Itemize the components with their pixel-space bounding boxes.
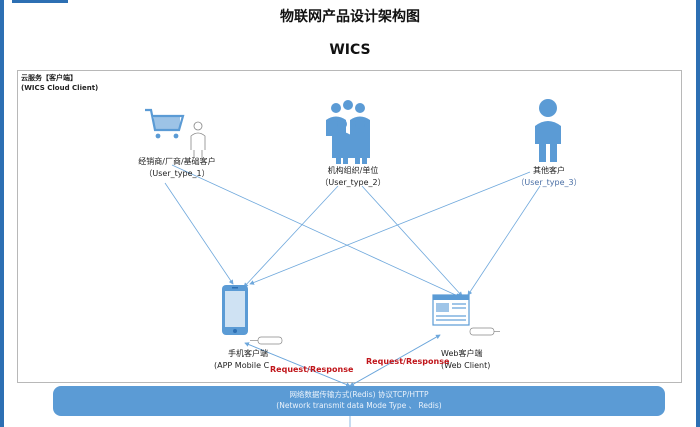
user-type-2-name: 机构组织/单位 <box>327 166 379 175</box>
diagram-subtitle: WICS <box>329 42 371 58</box>
mobile-client-name: 手机客户端 <box>228 349 268 358</box>
mobile-plug-icon <box>250 336 283 345</box>
people-group-icon <box>326 100 370 164</box>
smartphone-icon <box>222 285 248 335</box>
cloud-client-label: 云服务【客户端】 (WICS Cloud Client) <box>21 73 98 93</box>
user-type-1-name: 经销商/厂商/基础客户 <box>138 157 216 166</box>
bus-line-2: (Network transmit data Mode Type 、 Redis… <box>276 401 442 410</box>
bus-line-1: 网络数据传输方式(Redis) 协议TCP/HTTP <box>289 390 429 399</box>
mobile-client-en: (APP Mobile C <box>214 361 270 370</box>
cloud-label-cn: 云服务【客户端】 <box>21 74 77 82</box>
request-response-right: Request/Response <box>366 357 450 366</box>
edge-web-bus <box>349 334 441 387</box>
edge-user1-web <box>171 164 461 298</box>
person-icon <box>535 99 561 162</box>
connections <box>164 164 541 427</box>
web-client-name: Web客户端 <box>441 349 483 358</box>
mobile-client-label: 手机客户端 (APP Mobile C <box>214 348 269 372</box>
web-client-label: Web客户端 (Web Client) <box>441 348 490 372</box>
user-type-2-label: 机构组织/单位 （User_type_2） <box>298 165 408 189</box>
browser-window-icon <box>432 294 470 326</box>
edge-user2-mobile <box>243 185 339 288</box>
user-type-3-name: 其他客户 <box>533 166 565 175</box>
request-response-left: Request/Response <box>270 365 354 374</box>
transmission-bus-label: 网络数据传输方式(Redis) 协议TCP/HTTP (Network tran… <box>53 389 665 411</box>
edge-user3-mobile <box>249 171 531 285</box>
user-type-1-label: 经销商/厂商/基础客户 （User_type_1） <box>122 156 232 180</box>
edge-user1-mobile <box>164 182 234 285</box>
web-client-en: (Web Client) <box>441 361 491 370</box>
edge-mobile-bus <box>244 342 351 387</box>
left-edge-bar <box>0 0 4 427</box>
cloud-label-en: (WICS Cloud Client) <box>21 84 99 92</box>
top-edge-bar <box>12 0 68 3</box>
right-edge-bar <box>696 0 700 427</box>
user-type-2-code: （User_type_2） <box>320 178 386 187</box>
edge-user2-web <box>361 185 463 297</box>
web-plug-icon <box>469 327 500 336</box>
user-type-1-code: （User_type_1） <box>144 169 210 178</box>
diagram-title: 物联网产品设计架构图 <box>280 9 420 25</box>
edge-user3-web <box>467 185 541 296</box>
user-type-3-code: （User_type_3） <box>516 178 582 187</box>
transmission-bus <box>53 386 665 416</box>
user-type-3-label: 其他客户 （User_type_3） <box>494 165 604 189</box>
shopping-cart-person-icon <box>145 108 206 158</box>
